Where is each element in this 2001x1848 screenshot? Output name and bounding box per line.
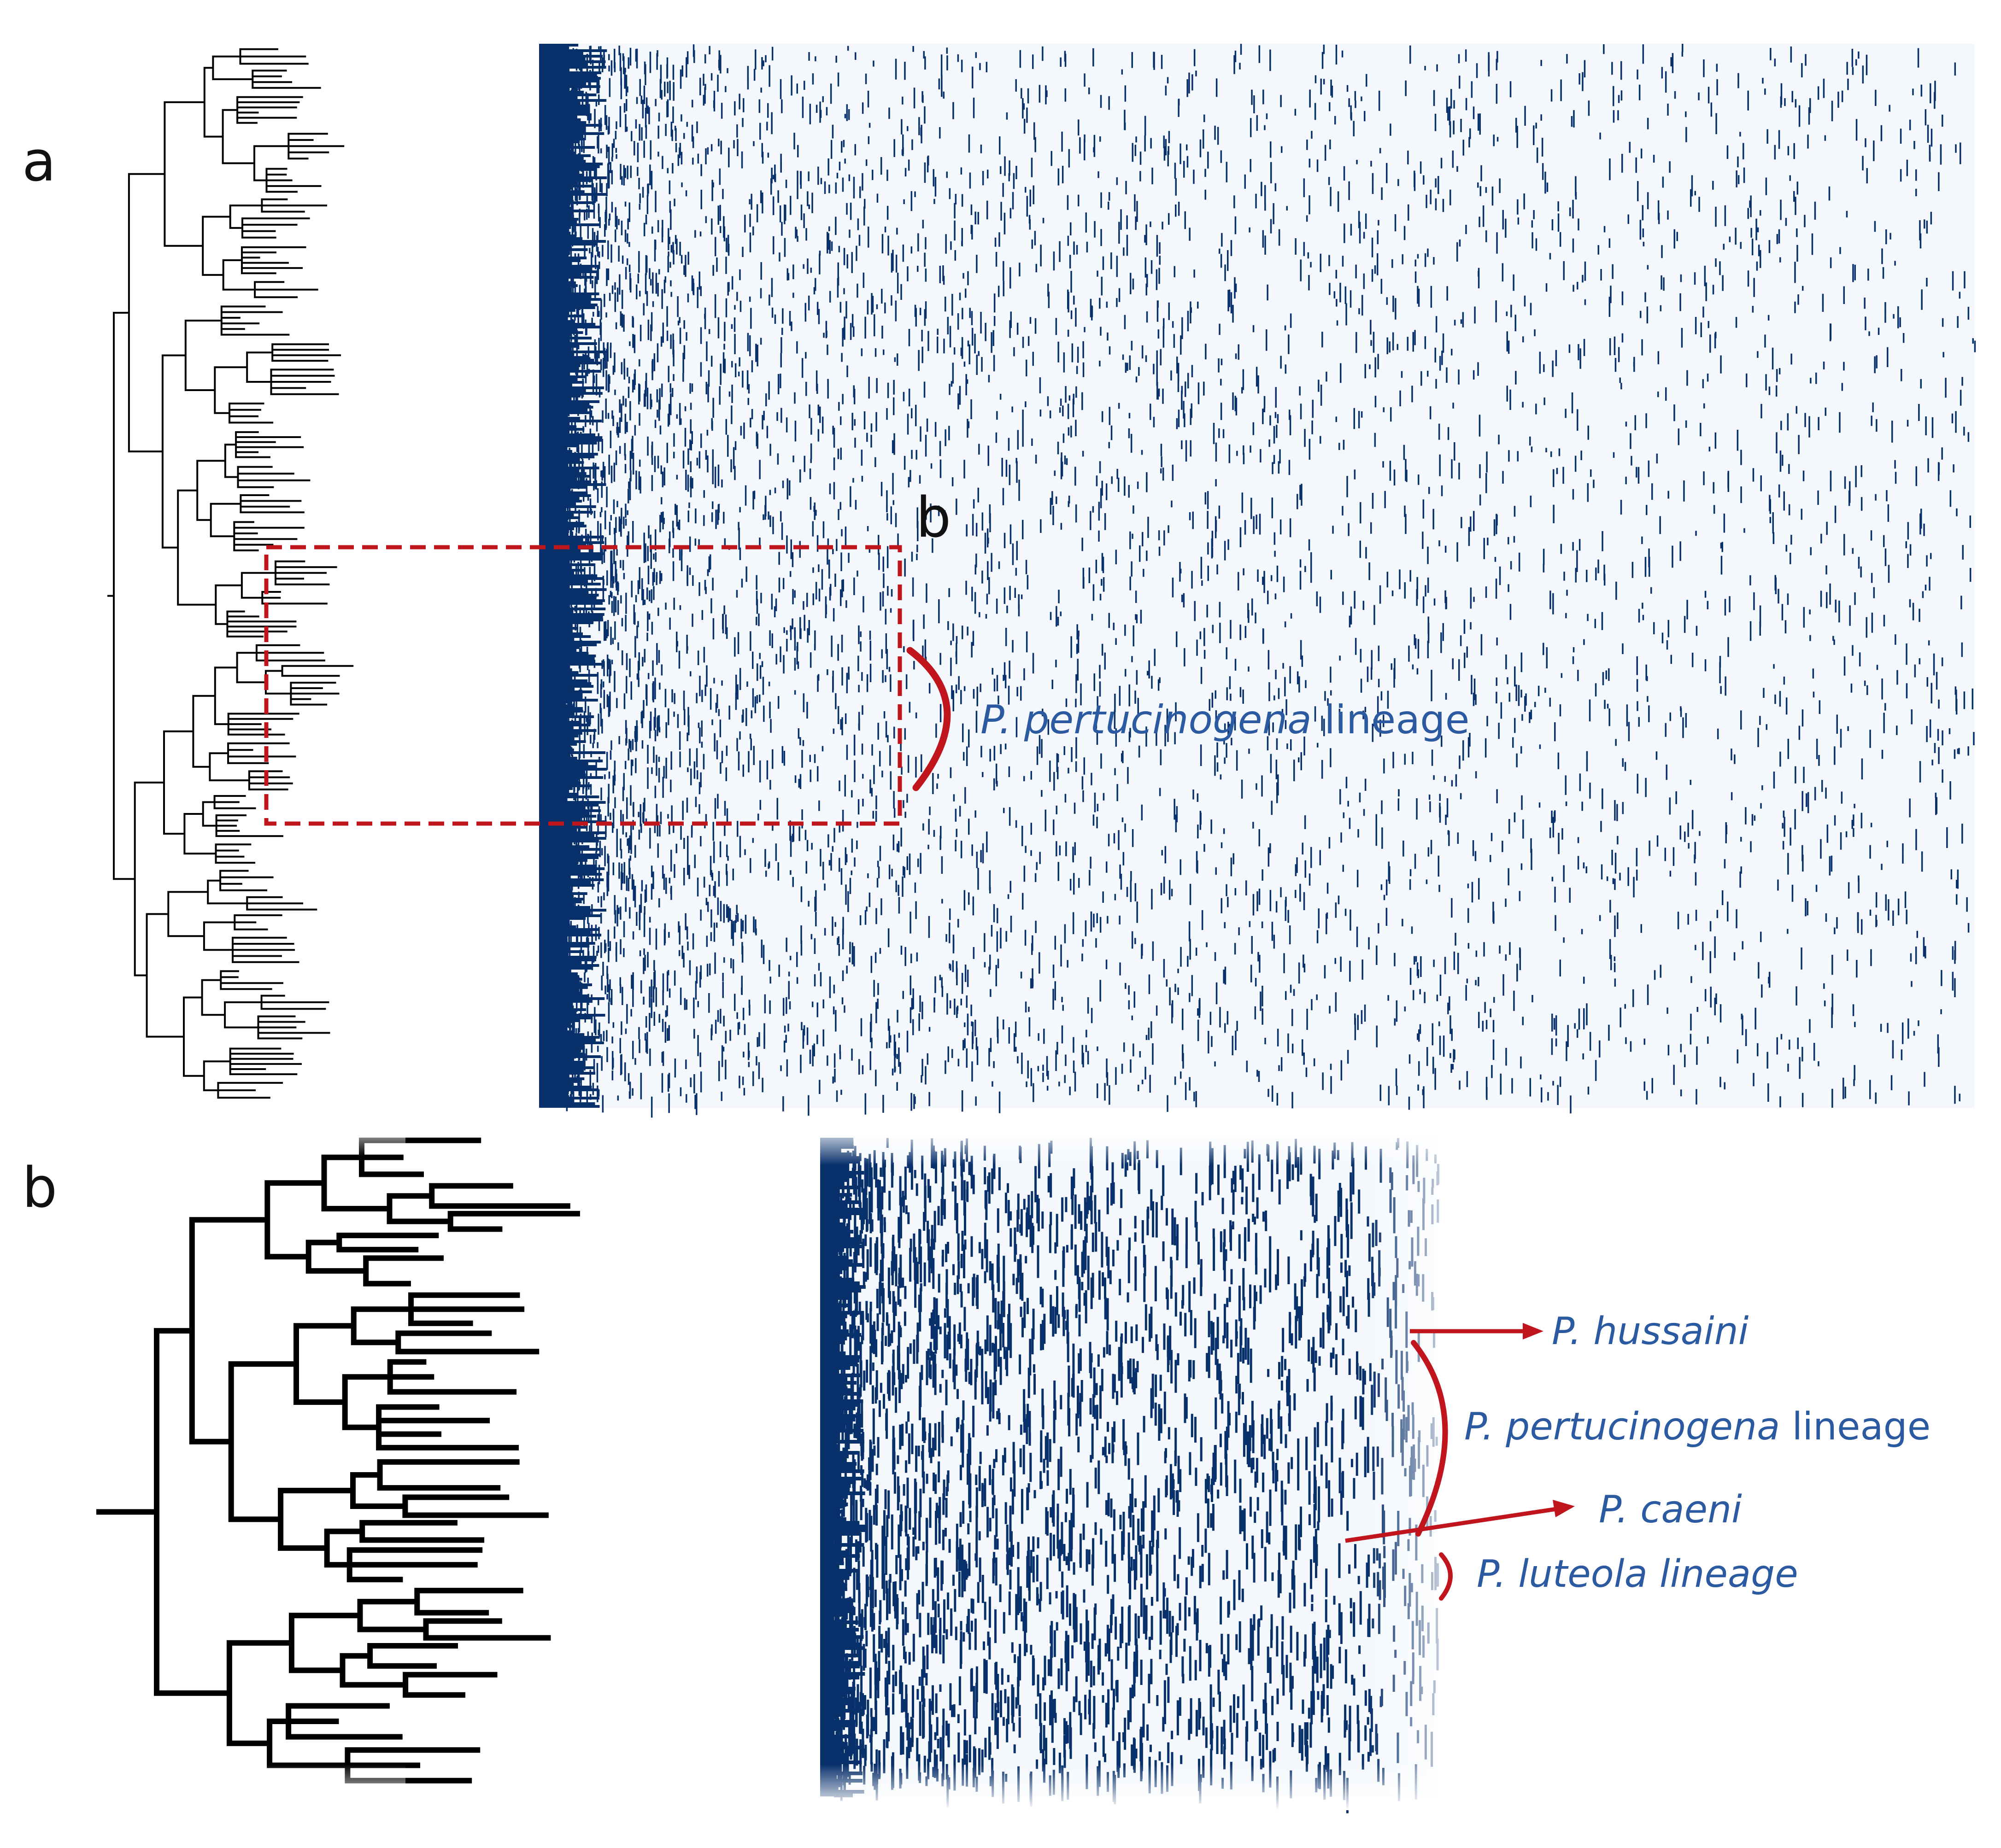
lineage-label-a: P. pertucinogena lineage xyxy=(980,697,1470,743)
lineage-label-a-genus: P. pertucinogena xyxy=(980,697,1312,743)
zoom-region-label: b xyxy=(916,486,951,550)
species-label-luteola: P. luteola lineage xyxy=(1477,1552,1798,1596)
zoom-region-box xyxy=(264,545,902,826)
phylogenetic-tree-b xyxy=(96,1137,580,1784)
phylogenetic-tree-a xyxy=(107,48,354,1099)
heatmap-a xyxy=(539,44,1976,1118)
lineage-label-b-genus: P. pertucinogena xyxy=(1464,1405,1780,1449)
heatmap-b-fade-top xyxy=(816,1124,1461,1165)
panel-b: b P. hussaini P. pertucinogena lineage P… xyxy=(22,1119,1931,1813)
panel-a-label: a xyxy=(22,130,56,194)
heatmap-a-background xyxy=(539,44,1974,1108)
lineage-bracket-a xyxy=(906,647,951,791)
arrow-hussaini-head xyxy=(1523,1323,1543,1339)
heatmap-b-marks xyxy=(820,1138,1440,1813)
heatmap-a-marks xyxy=(539,44,1976,1118)
arrow-caeni-shaft xyxy=(1345,1507,1557,1543)
heatmap-gene-marks xyxy=(834,1138,1440,1813)
heatmap-core-edge xyxy=(834,1138,866,1797)
heatmap-b-fade-bottom xyxy=(816,1764,1461,1810)
species-label-hussaini: P. hussaini xyxy=(1552,1310,1749,1353)
heatmap-core-block xyxy=(820,1138,834,1796)
heatmap-gene-marks xyxy=(566,44,1976,1118)
lineage-label-b-suffix: lineage xyxy=(1780,1405,1931,1449)
heatmap-core-block xyxy=(539,44,566,1108)
arrow-caeni-head xyxy=(1553,1500,1575,1517)
species-label-caeni: P. caeni xyxy=(1599,1488,1742,1532)
heatmap-b-fade-right xyxy=(1368,1124,1465,1810)
lineage-label-a-suffix: lineage xyxy=(1312,697,1470,743)
tree-b-fade-bottom xyxy=(83,1764,405,1806)
tree-branches xyxy=(96,1137,580,1784)
lineage-label-b: P. pertucinogena lineage xyxy=(1464,1405,1931,1449)
panel-a: a b P. pertucinogena lineage xyxy=(22,44,1976,1118)
luteola-bracket xyxy=(1439,1552,1453,1601)
panel-b-label: b xyxy=(22,1156,57,1220)
lineage-bracket-b xyxy=(1411,1340,1448,1537)
tree-branches xyxy=(107,48,354,1099)
heatmap-b xyxy=(820,1138,1440,1813)
tree-b-fade-top xyxy=(83,1119,405,1156)
